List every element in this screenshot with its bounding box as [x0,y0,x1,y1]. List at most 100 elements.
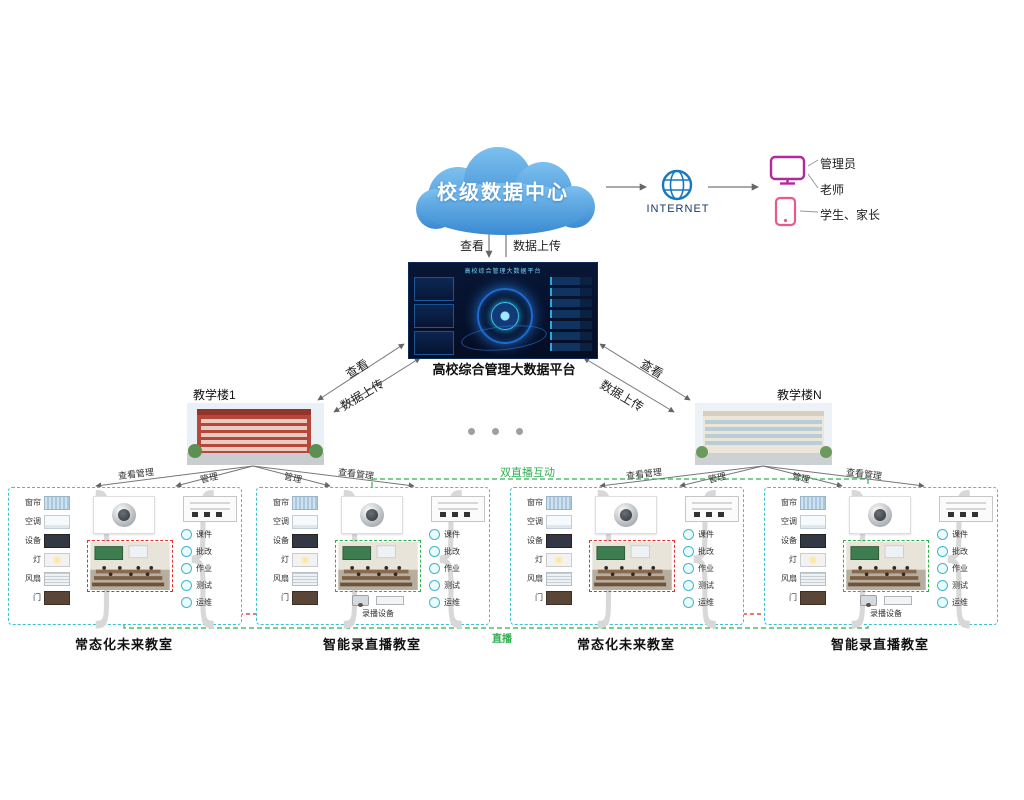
app-item: 批改 [683,543,714,560]
curtain-icon [44,495,70,510]
dome-camera-image [849,496,911,534]
building-1-image [187,403,324,465]
device-label: 灯 [33,555,41,564]
app-item: 作业 [429,560,460,577]
curtain-icon [800,495,826,510]
app-list: 课件 批改 作业 测试 运维 [683,526,714,611]
device-label: 门 [789,593,797,602]
app-item: 批改 [937,543,968,560]
app-icon [683,546,694,557]
data-center-label: 校级数据中心 [437,182,569,204]
app-item: 运维 [181,594,212,611]
device-label: 窗帘 [527,498,543,507]
device-label: 灯 [535,555,543,564]
app-icon [429,597,440,608]
device-item: 窗帘 [769,493,826,512]
device-item: 设备 [769,531,826,550]
device-label: 窗帘 [781,498,797,507]
device-label: 空调 [273,517,289,526]
device-item: 风扇 [261,569,318,588]
cluster-caption: 智能录直播教室 [322,637,421,652]
recorder-devices [843,594,929,607]
control-panel-image [183,496,237,522]
device-label: 风扇 [273,574,289,583]
device-label: 灯 [789,555,797,564]
device-label: 门 [33,593,41,602]
curtain-icon [292,495,318,510]
building-n-image [695,403,832,465]
app-item: 作业 [937,560,968,577]
app-icon [683,597,694,608]
equipment-icon [546,533,572,548]
dashboard-orbit-ring [459,321,549,355]
device-item: 空调 [515,512,572,531]
dashboard-right-list [550,277,592,354]
app-icon [683,580,694,591]
device-item: 门 [13,588,70,607]
air-conditioner-icon [292,514,318,529]
device-item: 门 [515,588,572,607]
device-label: 风扇 [527,574,543,583]
app-item: 运维 [683,594,714,611]
recorder-label: 录播设备 [870,609,902,618]
device-item: 窗帘 [515,493,572,512]
fan-icon [546,571,572,586]
equipment-icon [800,533,826,548]
cluster-caption: 常态化未来教室 [576,637,675,652]
app-item: 作业 [683,560,714,577]
app-icon [429,546,440,557]
light-icon [292,552,318,567]
app-icon [181,580,192,591]
device-item: 空调 [769,512,826,531]
camera-dome-icon [868,503,892,527]
upload-link-label: 数据上传 [597,377,646,415]
app-item: 课件 [429,526,460,543]
app-item: 运维 [429,594,460,611]
device-item: 灯 [769,550,826,569]
device-list: 窗帘 空调 设备 灯 风扇 门 [261,493,318,607]
device-label: 风扇 [25,574,41,583]
app-item: 测试 [683,577,714,594]
device-item: 门 [261,588,318,607]
fan-icon [44,571,70,586]
air-conditioner-icon [800,514,826,529]
equipment-icon [44,533,70,548]
app-item: 运维 [937,594,968,611]
light-icon [800,552,826,567]
classroom-cluster-3: 窗帘 空调 设备 灯 风扇 门 } { 课件 批改 作业 测试 运维 [510,478,744,628]
recorder-box-icon [884,595,912,605]
app-icon [937,529,948,540]
phone-icon [774,196,798,228]
dome-camera-image [93,496,155,534]
classroom-cluster-2: 窗帘 空调 设备 灯 风扇 门 } 录播设备 { 课件 批改 作业 测试 运维 [256,478,490,628]
device-label: 窗帘 [273,498,289,507]
building-1-label: 教学楼1 [193,388,236,402]
camera-dome-icon [614,503,638,527]
internet-label: INTERNET [646,203,710,215]
dashboard-center-ring [477,288,533,345]
app-icon [429,529,440,540]
device-label: 设备 [25,536,41,545]
app-list: 课件 批改 作业 测试 运维 [181,526,212,611]
device-list: 窗帘 空调 设备 灯 风扇 门 [13,493,70,607]
recorder-devices [335,594,421,607]
classroom-cluster-1: 窗帘 空调 设备 灯 风扇 门 } { 课件 批改 作业 测试 运维 [8,478,242,628]
air-conditioner-icon [546,514,572,529]
tracking-camera-icon [860,594,877,607]
app-icon [937,546,948,557]
device-label: 空调 [25,517,41,526]
classroom-photo [335,540,421,592]
app-item: 课件 [937,526,968,543]
device-item: 灯 [261,550,318,569]
view-manage-label: 查看管理 [625,466,663,482]
platform-caption: 高校综合管理大数据平台 [432,362,576,377]
tracking-camera-icon [352,594,369,607]
live-label-green: 直播 [492,634,512,645]
platform-screen-title: 高校综合管理大数据平台 [464,269,542,275]
equipment-icon [292,533,318,548]
app-item: 测试 [429,577,460,594]
app-item: 测试 [937,577,968,594]
cluster-caption: 智能录直播教室 [830,637,929,652]
user-label-admin: 管理员 [820,157,857,171]
